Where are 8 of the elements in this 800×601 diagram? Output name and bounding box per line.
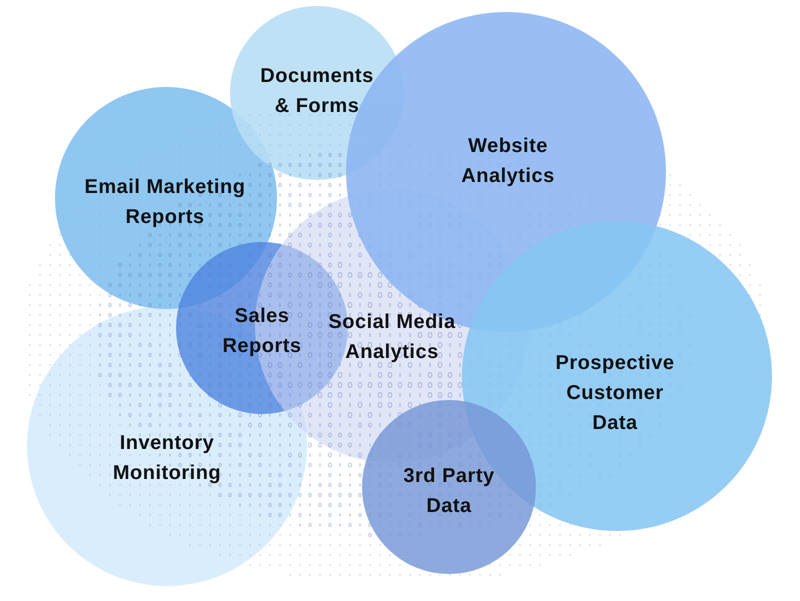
bubble-label: Prospective Customer Data (554, 351, 676, 436)
bubble-label: Email Marketing Reports (84, 175, 246, 230)
bubble-label: 3rd Party Data (402, 464, 496, 519)
bubble-label: Website Analytics (460, 134, 556, 189)
bubble-label: Social Media Analytics (327, 310, 457, 365)
bubble-label: Documents & Forms (259, 64, 375, 119)
bubble-label: Inventory Monitoring (112, 431, 222, 486)
bubble-label: Sales Reports (221, 304, 303, 359)
